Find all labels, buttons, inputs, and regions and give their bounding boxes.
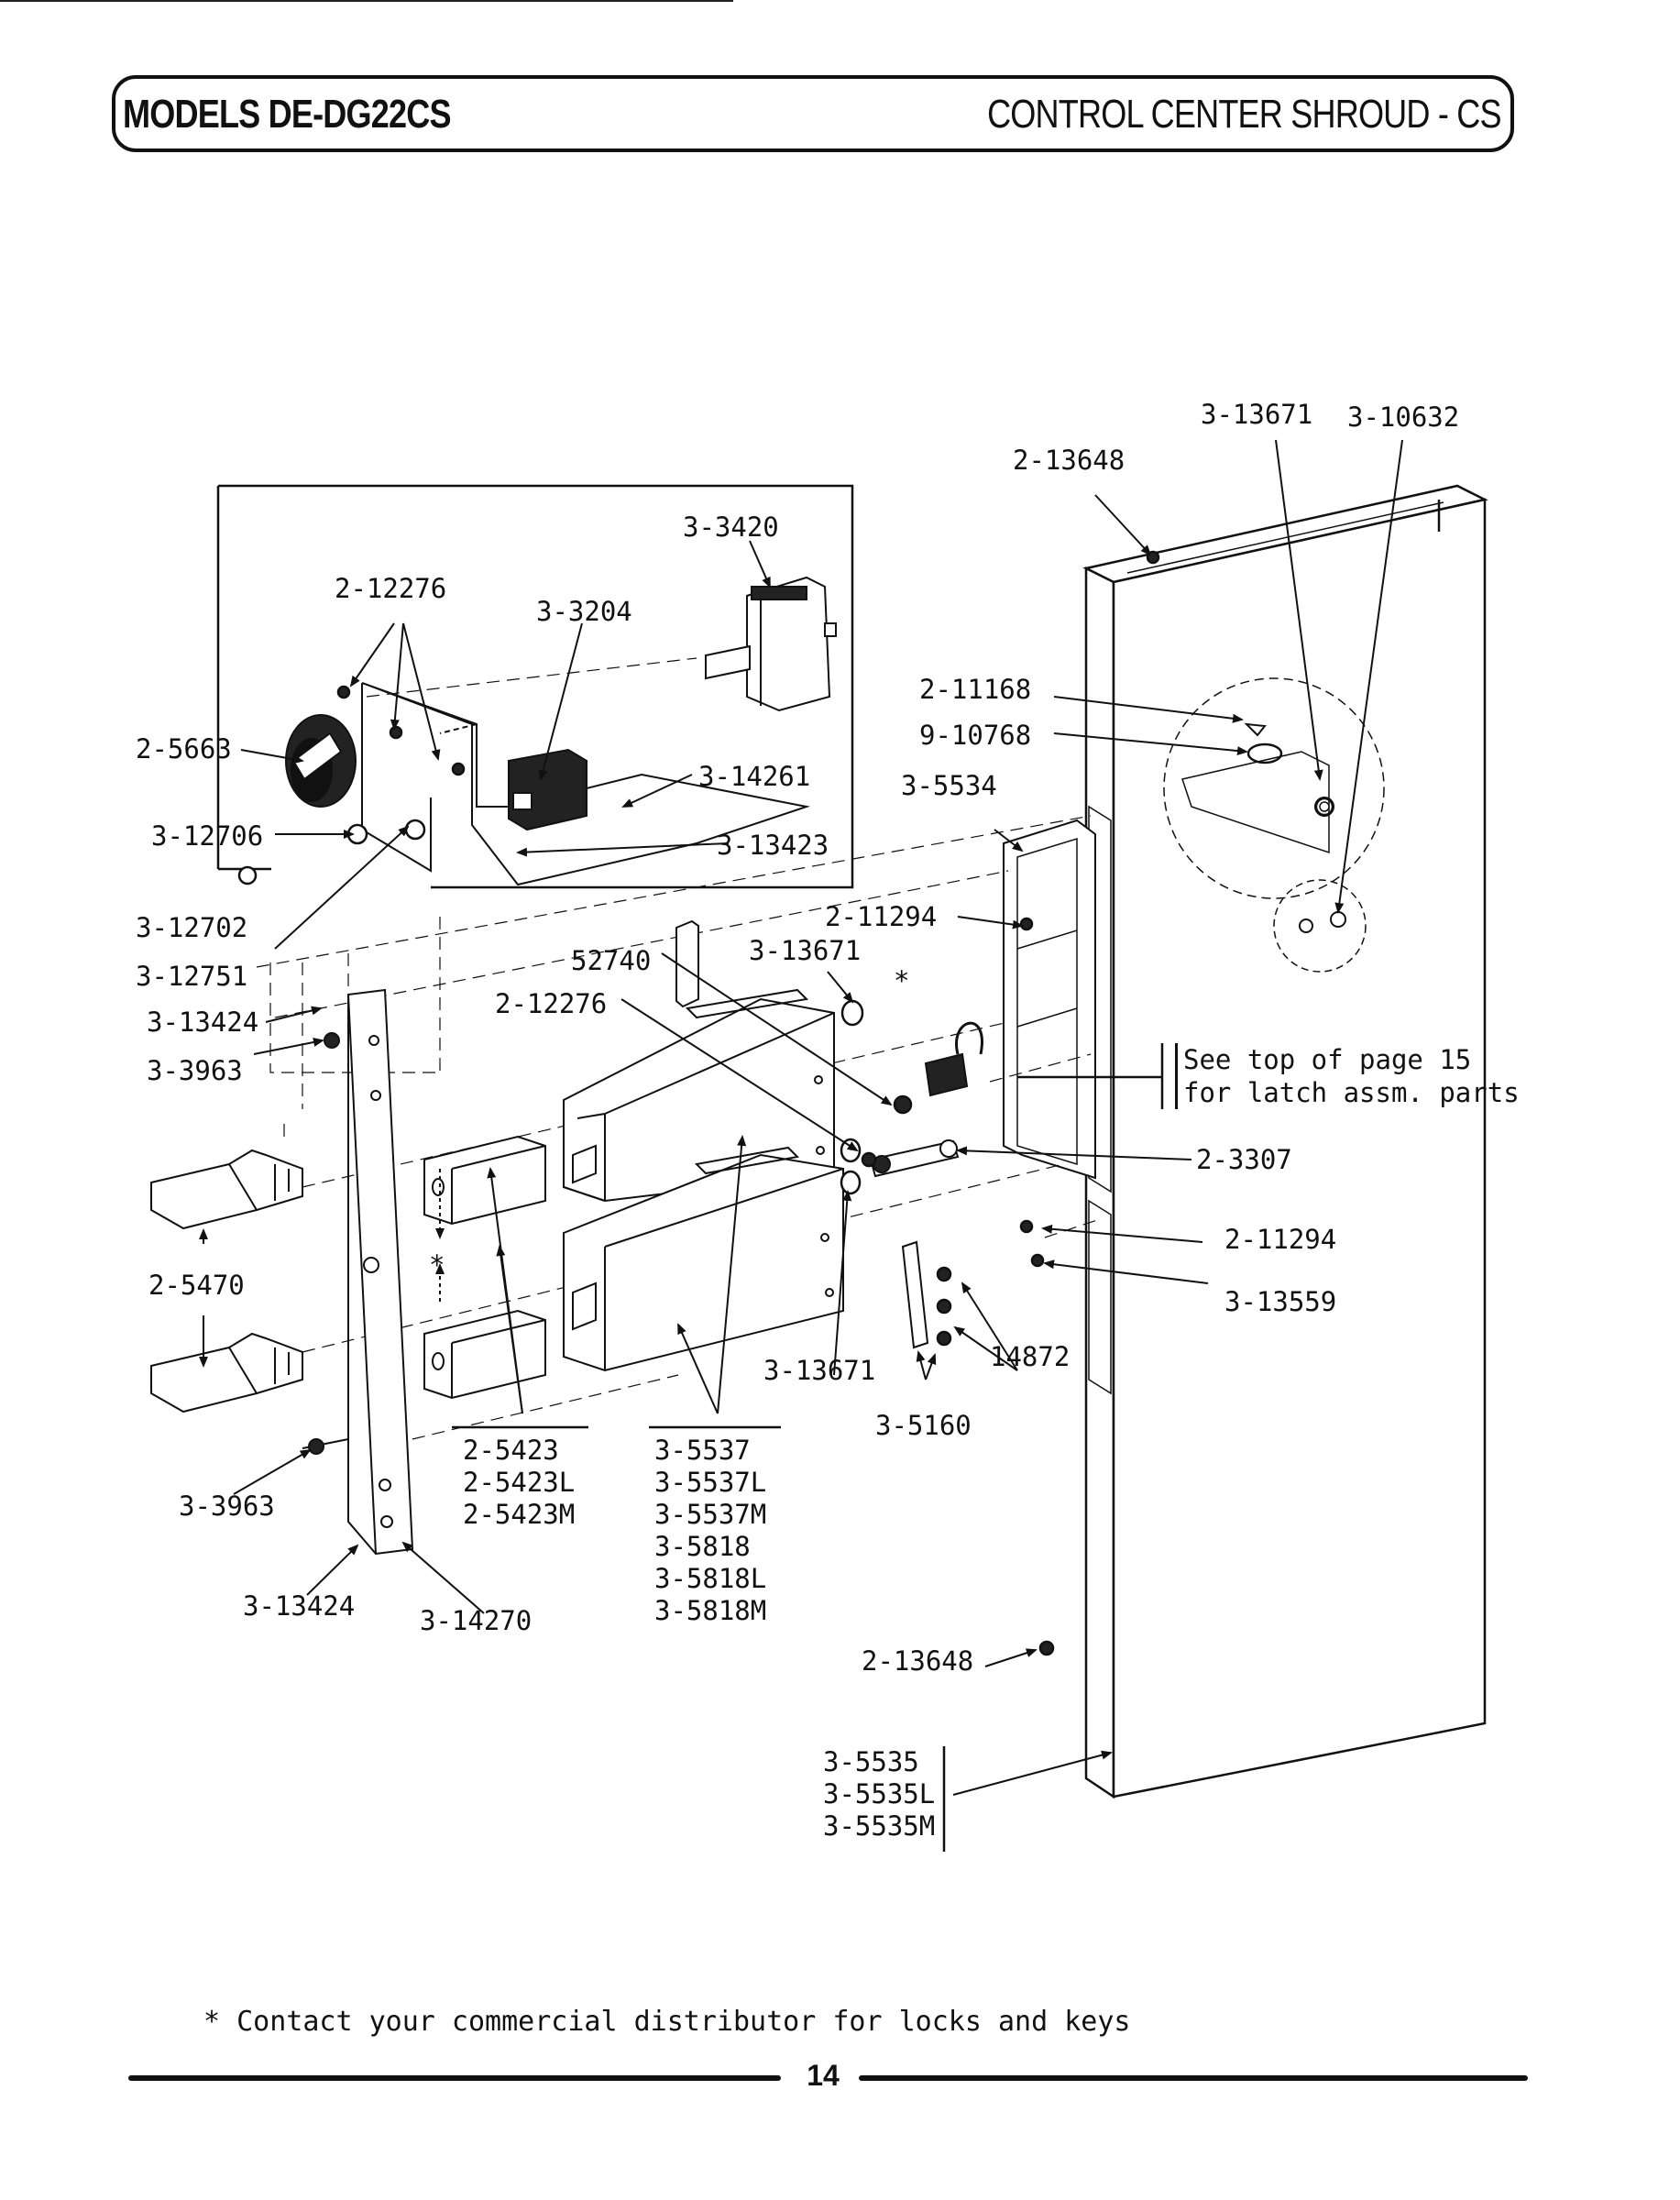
hook-upper: [150, 1149, 303, 1230]
label-asterisk-b: *: [429, 1249, 445, 1281]
part-labels: 3-13671 3-10632 2-13648 3-3420 2-12276 3…: [136, 399, 1459, 1842]
reference-lines: [256, 657, 1101, 1440]
label-2-11294-a: 2-11294: [825, 901, 937, 932]
label-2-5470: 2-5470: [148, 1270, 245, 1301]
label-3-5535: 3-5535: [823, 1746, 919, 1777]
label-3-13671-low: 3-13671: [763, 1355, 875, 1386]
strip-3-5160: [901, 1240, 929, 1349]
timer-motor: [705, 576, 837, 712]
label-3-5818: 3-5818: [654, 1531, 751, 1562]
vertical-bar: [302, 988, 414, 1556]
footer-rule-left: [128, 2075, 781, 2081]
label-3-5818L: 3-5818L: [654, 1563, 766, 1594]
hook-lower: [150, 1332, 303, 1414]
label-2-12276-a: 2-12276: [335, 573, 446, 604]
label-3-13424-a: 3-13424: [147, 1006, 258, 1038]
footer-rule-right: [859, 2075, 1528, 2081]
models-title: MODELS DE-DG22CS: [123, 92, 452, 137]
top-rule: [0, 0, 733, 2]
mounting-bracket: [361, 682, 810, 886]
label-2-11294-b: 2-11294: [1224, 1224, 1336, 1255]
label-2-5663: 2-5663: [136, 733, 232, 764]
leader-lines: [199, 439, 1403, 1796]
section-title: CONTROL CENTER SHROUD - CS: [987, 92, 1501, 137]
post: [675, 919, 699, 1008]
label-3-5535L: 3-5535L: [823, 1778, 935, 1810]
page-number: 14: [807, 2059, 840, 2092]
label-2-11168: 2-11168: [919, 674, 1031, 705]
label-2-13648-bot: 2-13648: [862, 1645, 973, 1677]
label-3-3963-b: 3-3963: [179, 1490, 275, 1522]
label-9-10768: 9-10768: [919, 720, 1031, 751]
page-header: MODELS DE-DG22CS CONTROL CENTER SHROUD -…: [112, 75, 1514, 152]
group-underlines: [452, 1043, 1164, 1852]
label-3-3204: 3-3204: [536, 596, 632, 627]
footnote: * Contact your commercial distributor fo…: [203, 2006, 1131, 2038]
large-box-upper: [563, 988, 835, 1203]
label-52740: 52740: [571, 945, 651, 976]
label-asterisk-a: *: [894, 965, 909, 996]
label-2-13648-top: 2-13648: [1013, 445, 1125, 476]
label-3-14261: 3-14261: [698, 761, 810, 792]
lock-cylinder: [869, 1139, 960, 1178]
latch-strip: [1003, 819, 1096, 1180]
label-3-13559: 3-13559: [1224, 1286, 1336, 1317]
label-3-5537M: 3-5537M: [654, 1499, 766, 1530]
label-14872: 14872: [990, 1341, 1070, 1372]
label-3-3963-a: 3-3963: [147, 1055, 243, 1086]
label-2-5423L: 2-5423L: [463, 1467, 575, 1498]
small-box-lower: [423, 1309, 546, 1400]
relay: [508, 748, 587, 831]
label-3-12702: 3-12702: [136, 912, 247, 943]
label-3-5537: 3-5537: [654, 1435, 751, 1466]
label-3-13423: 3-13423: [717, 830, 829, 861]
knob: [285, 714, 357, 808]
label-3-5818M: 3-5818M: [654, 1595, 766, 1626]
latch-note: See top of page 15 for latch assm. parts: [1175, 1043, 1520, 1109]
label-3-10632: 3-10632: [1347, 402, 1459, 433]
large-box-lower: [563, 1146, 844, 1372]
label-3-12751: 3-12751: [136, 961, 247, 992]
label-2-5423M: 2-5423M: [463, 1499, 575, 1530]
label-2-12276-b: 2-12276: [495, 988, 607, 1019]
label-2-5423: 2-5423: [463, 1435, 559, 1466]
label-3-12706: 3-12706: [151, 820, 263, 852]
label-3-5537L: 3-5537L: [654, 1467, 766, 1498]
label-3-3420: 3-3420: [683, 512, 779, 543]
label-2-3307: 2-3307: [1196, 1144, 1292, 1175]
latch: [924, 1021, 983, 1097]
small-box-upper: [423, 1135, 546, 1226]
label-3-13424-b: 3-13424: [243, 1590, 355, 1622]
label-3-5160: 3-5160: [875, 1410, 972, 1441]
label-3-5535M: 3-5535M: [823, 1810, 935, 1842]
label-3-14270: 3-14270: [420, 1605, 532, 1636]
label-3-13671-top: 3-13671: [1201, 399, 1312, 430]
label-3-13671-mid: 3-13671: [749, 935, 861, 966]
shroud-panel: [1082, 484, 1488, 1799]
latch-note-line1: See top of page 15: [1183, 1044, 1472, 1075]
label-3-5534: 3-5534: [901, 770, 997, 801]
latch-note-line2: for latch assm. parts: [1183, 1077, 1520, 1108]
